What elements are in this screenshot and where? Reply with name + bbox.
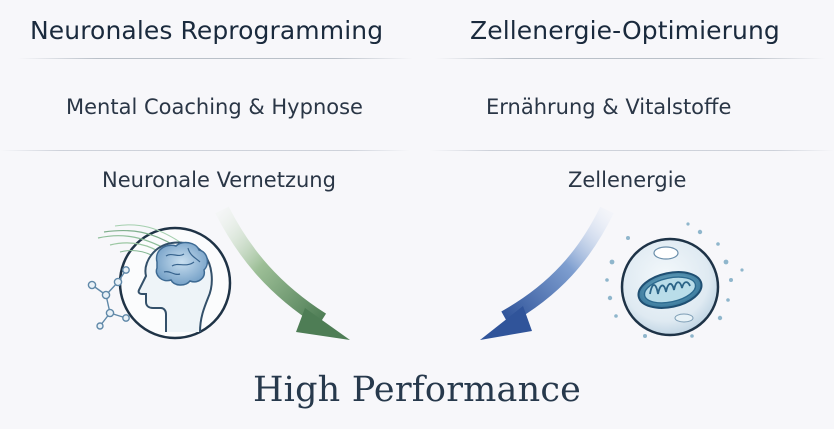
right-method-label: Ernährung & Vitalstoffe	[486, 95, 732, 119]
head-brain-neuron-icon	[87, 224, 232, 340]
right-column-heading: Zellenergie-Optimierung	[470, 16, 780, 45]
left-method-label: Mental Coaching & Hypnose	[66, 95, 363, 119]
right-arrow	[480, 206, 614, 340]
mitochondrion-cell-icon	[605, 222, 744, 338]
left-effect-label: Neuronale Vernetzung	[102, 168, 336, 192]
right-effect-label: Zellenergie	[568, 168, 687, 192]
result-label: High Performance	[252, 370, 582, 410]
left-heading-divider	[18, 58, 413, 59]
left-column-heading: Neuronales Reprogramming	[30, 16, 384, 45]
right-heading-divider	[435, 58, 825, 59]
left-arrow	[215, 206, 350, 340]
brain-shape	[155, 241, 209, 286]
right-method-divider	[430, 150, 834, 151]
left-method-divider	[0, 150, 410, 151]
